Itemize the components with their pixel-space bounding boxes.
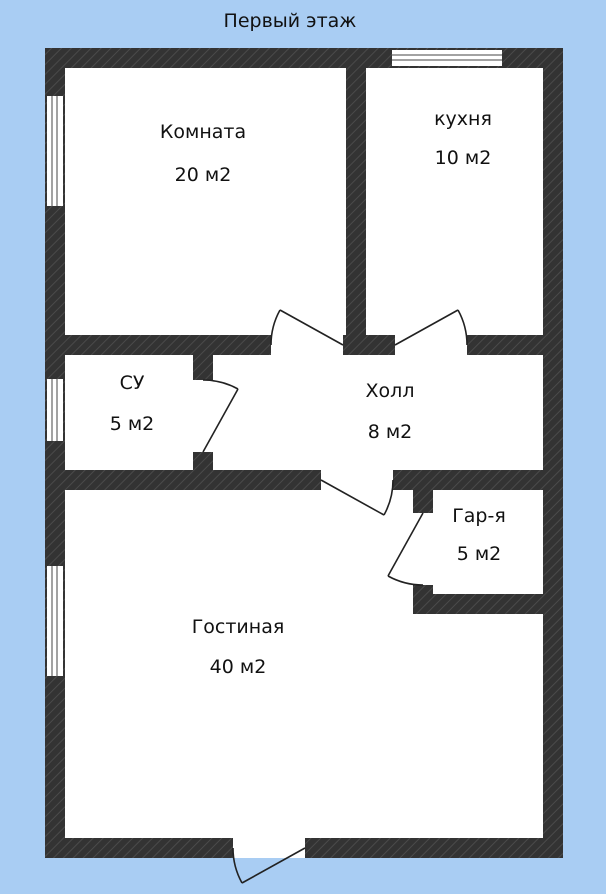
wall-room-kitchen bbox=[346, 66, 366, 356]
door-gap-entrance bbox=[233, 838, 305, 858]
door-gap-hall-living bbox=[321, 470, 393, 490]
room-area-holl: 8 м2 bbox=[367, 421, 413, 443]
window-living bbox=[47, 566, 63, 676]
openings bbox=[47, 50, 502, 858]
room-name-gostinaya: Гостиная bbox=[191, 616, 285, 638]
room-name-kuhnya: кухня bbox=[434, 108, 492, 130]
room-name-holl: Холл bbox=[365, 380, 415, 402]
room-name-su: СУ bbox=[119, 372, 145, 394]
wall-garderob-bottom bbox=[413, 594, 545, 614]
room-area-garderob: 5 м2 bbox=[456, 543, 502, 565]
door-gap-room bbox=[271, 335, 343, 355]
room-area-gostinaya: 40 м2 bbox=[209, 656, 267, 678]
window-glazing bbox=[51, 54, 502, 676]
room-area-komnata: 20 м2 bbox=[174, 164, 232, 186]
plan-title: Первый этаж bbox=[223, 10, 357, 32]
room-area-su: 5 м2 bbox=[109, 413, 155, 435]
room-name-komnata: Комната bbox=[159, 121, 247, 143]
outer-wall-right bbox=[543, 48, 563, 858]
window-kitchen bbox=[392, 50, 502, 66]
doors bbox=[202, 309, 468, 884]
wall-bottom-of-hall bbox=[63, 470, 545, 490]
door-gap-kitchen bbox=[395, 335, 467, 355]
door-gap-garderob bbox=[413, 513, 433, 585]
door-gap-bathroom bbox=[193, 380, 213, 452]
window-bathroom bbox=[47, 379, 63, 441]
floors bbox=[65, 68, 543, 838]
room-name-garderob: Гар-я bbox=[452, 505, 506, 527]
window-room bbox=[47, 96, 63, 206]
room-area-kuhnya: 10 м2 bbox=[434, 147, 492, 169]
